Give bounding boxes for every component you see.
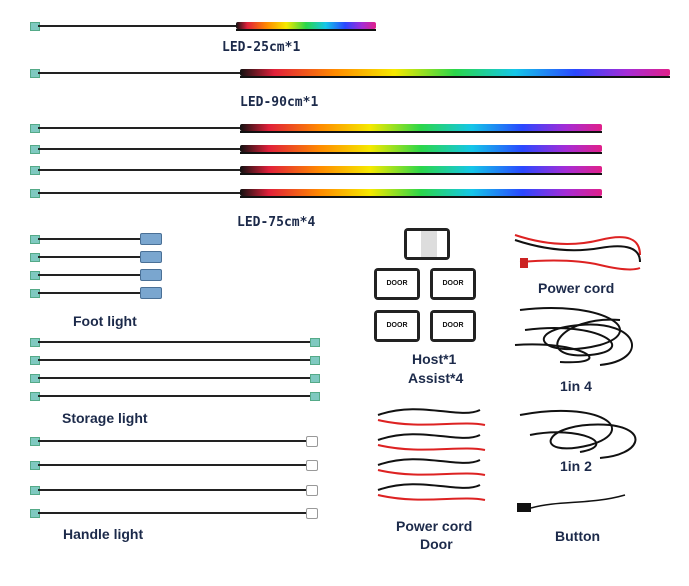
one-in-four-cable [514,307,633,366]
power-cord-cable [514,234,641,271]
host-label: Host*1 [412,351,457,367]
assist-module: DOOR [430,310,476,342]
assist-module: DOOR [430,268,476,300]
assist-label: Assist*4 [408,370,464,386]
power-cord-door-label-line2: Door [420,536,453,552]
storage-light-label: Storage light [62,410,148,426]
one-in-four-label: 1in 4 [560,378,592,394]
host-module [404,228,450,260]
power-cord-door-cables [377,408,486,501]
power-cord-door-label-line1: Power cord [396,518,473,534]
handle-light-label: Handle light [63,526,144,542]
led-90cm-label: LED-90cm*1 [240,95,319,110]
led-75cm-label: LED-75cm*4 [237,215,316,230]
button-cable [517,494,626,512]
one-in-two-label: 1in 2 [560,458,592,474]
assist-module: DOOR [374,310,420,342]
led-25cm-label: LED-25cm*1 [222,40,301,55]
one-in-two-cable [519,409,637,459]
assist-module: DOOR [374,268,420,300]
power-cord-label: Power cord [538,280,615,296]
button-label: Button [555,528,601,544]
foot-light-label: Foot light [73,313,137,329]
